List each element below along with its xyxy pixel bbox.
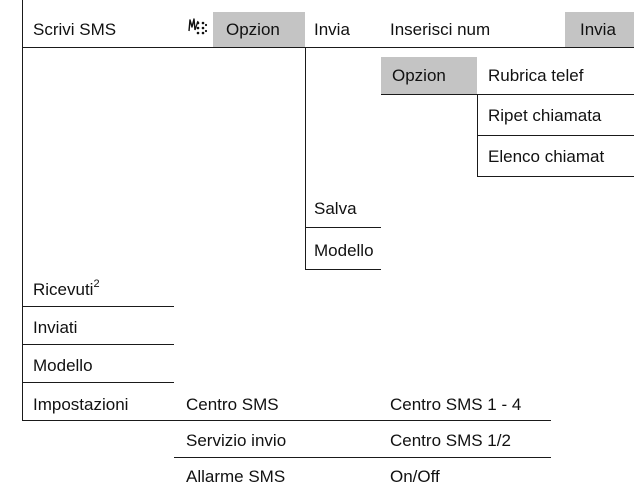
top-rule [22,47,634,48]
handwriting-t9-icon [186,16,208,45]
modello-invia-rule [305,269,381,270]
opzion-highlight [213,12,305,47]
ricevuti-label: Ricevuti [33,280,94,299]
left-edge-line [22,0,23,420]
on-off: On/Off [390,467,440,486]
centro-sms-1-4: Centro SMS 1 - 4 [390,395,522,414]
salva-rule [305,227,381,228]
rubrica-telef[interactable]: Rubrica telef [488,66,584,85]
menu-item-scrivi-sms[interactable]: Scrivi SMS [33,20,117,39]
opzion-rule [381,94,634,95]
opzion-sub[interactable]: Opzion [392,66,446,85]
inviati-rule [22,344,174,345]
opzion-sub-highlight [381,57,477,94]
elenco-chiamat[interactable]: Elenco chiamat [488,147,605,166]
inserisci-num[interactable]: Inserisci num [390,20,491,39]
servizio-invio[interactable]: Servizio invio [186,431,287,450]
elenco-rule [477,176,634,177]
menu-item-modello[interactable]: Modello [33,356,93,375]
impostazioni-rule [22,420,551,421]
invia-softkey[interactable]: Invia [580,20,616,39]
invia-softkey-highlight [565,12,634,47]
footnote-marker: 2 [93,278,100,291]
invia-menu[interactable]: Invia [314,20,350,39]
invia-branch-line [305,47,306,269]
centro-sms-1-2: Centro SMS 1/2 [390,431,511,450]
ripet-chiamata[interactable]: Ripet chiamata [488,106,602,125]
menu-item-impostazioni[interactable]: Impostazioni [33,395,129,414]
modello-invia[interactable]: Modello [314,241,374,260]
ricevuti-rule [22,306,174,307]
ripet-rule [477,135,634,136]
menu-item-ricevuti[interactable]: Ricevuti2 [33,278,100,300]
allarme-sms[interactable]: Allarme SMS [186,467,286,486]
centro-sms[interactable]: Centro SMS [186,395,279,414]
servizio-rule [174,457,551,458]
menu-item-inviati[interactable]: Inviati [33,318,78,337]
opzion-softkey[interactable]: Opzion [226,20,280,39]
modello-rule [22,382,174,383]
salva[interactable]: Salva [314,199,357,218]
